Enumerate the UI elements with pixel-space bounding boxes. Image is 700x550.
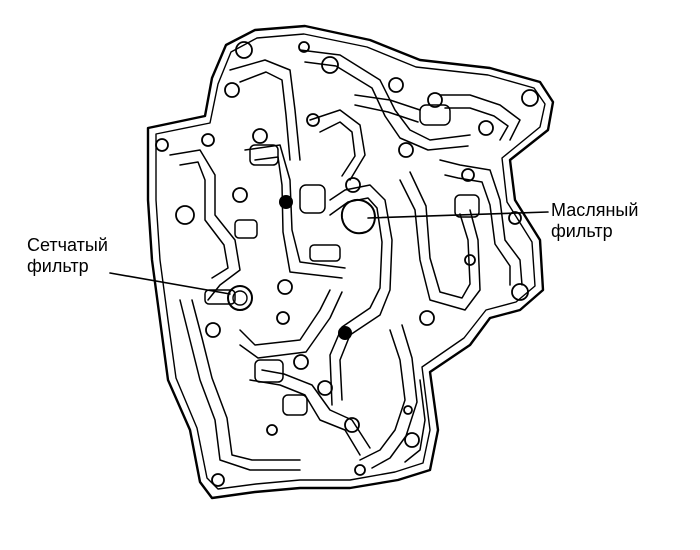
cavities <box>204 104 480 416</box>
strainer-filter <box>227 285 253 311</box>
leader-line-oil <box>367 211 549 219</box>
strainer-label-line2: фильтр <box>27 256 89 276</box>
strainer-filter-label: Сетчатый фильтр <box>27 235 108 277</box>
oil-filter-cavity <box>340 198 376 235</box>
oil-channels <box>169 49 523 471</box>
plate-outline-outer <box>146 24 555 500</box>
plate-outline-inner <box>155 33 546 490</box>
bolt-holes <box>155 41 539 487</box>
check-balls <box>279 195 352 340</box>
leader-line-strainer <box>109 272 231 295</box>
oil-filter-label: Масляный фильтр <box>551 200 638 242</box>
strainer-label-line1: Сетчатый <box>27 235 108 255</box>
oil-label-line1: Масляный <box>551 200 639 220</box>
oil-label-line2: фильтр <box>551 221 613 241</box>
